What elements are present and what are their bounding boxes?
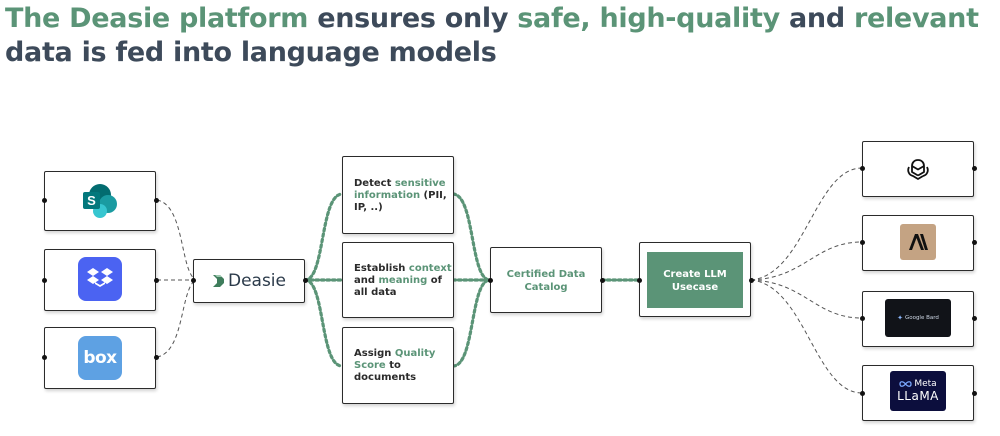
port-box-left <box>42 355 47 360</box>
port-sharepoint-right <box>154 198 159 203</box>
llama-text: LLaMA <box>897 389 939 403</box>
connector-llama <box>750 279 863 394</box>
port-usecase-left <box>637 278 642 283</box>
meta-llama-icon: Meta LLaMA <box>890 371 946 411</box>
port-catalog-right <box>600 278 605 283</box>
google-bard-icon: ✦ Google Bard <box>885 299 951 337</box>
port-dropbox-left <box>42 278 47 283</box>
port-box-right <box>154 355 159 360</box>
port-openai-left <box>860 166 865 171</box>
openai-icon <box>902 154 934 186</box>
deasie-logo-text: Deasie <box>227 271 286 291</box>
bard-text: Google Bard <box>904 315 939 321</box>
connector-box <box>156 279 197 358</box>
meta-text: Meta <box>914 379 937 389</box>
port-llama-left <box>860 391 865 396</box>
port-dropbox-right <box>154 278 159 283</box>
connector-sharepoint <box>156 199 197 281</box>
box-logo-text: box <box>83 348 117 368</box>
connector-step3-catalog <box>451 278 492 368</box>
deasie-logo: Deasie <box>196 268 302 294</box>
connector-step1-catalog <box>451 192 492 282</box>
deasie-mark-icon <box>212 275 224 287</box>
sharepoint-icon: S <box>78 183 122 219</box>
port-usecase-right <box>749 278 754 283</box>
port-deasie-left <box>191 278 196 283</box>
catalog-label: Certified Data Catalog <box>506 269 586 293</box>
port-openai-right <box>972 166 977 171</box>
step-quality-box[interactable] <box>342 327 454 404</box>
bard-sparkle-icon: ✦ <box>897 315 903 322</box>
dropbox-icon <box>78 257 122 301</box>
step-detect-box[interactable] <box>342 156 454 234</box>
deasie-box[interactable] <box>193 259 305 303</box>
port-deasie-right <box>303 278 308 283</box>
page-title: The Deasie platform ensures only safe, h… <box>5 3 979 68</box>
port-anthropic-right <box>972 240 977 245</box>
meta-infinity-icon <box>899 381 912 387</box>
connector-bard <box>750 279 863 319</box>
port-bard-right <box>972 316 977 321</box>
connector-anthropic <box>750 241 863 281</box>
port-sharepoint-left <box>42 198 47 203</box>
port-bard-left <box>860 316 865 321</box>
anthropic-icon <box>900 224 936 260</box>
port-anthropic-left <box>860 240 865 245</box>
step-detect-text: Detect sensitive information (PII, IP, .… <box>354 178 447 213</box>
step-quality-text: Assign Quality Score to documents <box>354 348 436 383</box>
usecase-label: Create LLM Usecase <box>663 269 727 293</box>
svg-text:S: S <box>87 193 96 208</box>
connector-deasie-step3 <box>303 278 344 368</box>
step-context-text: Establish context and meaning of all dat… <box>354 263 452 298</box>
usecase-panel <box>647 252 743 308</box>
catalog-box[interactable] <box>490 247 602 313</box>
port-catalog-left <box>488 278 493 283</box>
box-icon: box <box>78 336 122 380</box>
connector-deasie-step1 <box>303 192 344 282</box>
step-context-box[interactable] <box>342 242 454 318</box>
port-llama-right <box>972 391 977 396</box>
connector-openai <box>750 167 863 281</box>
